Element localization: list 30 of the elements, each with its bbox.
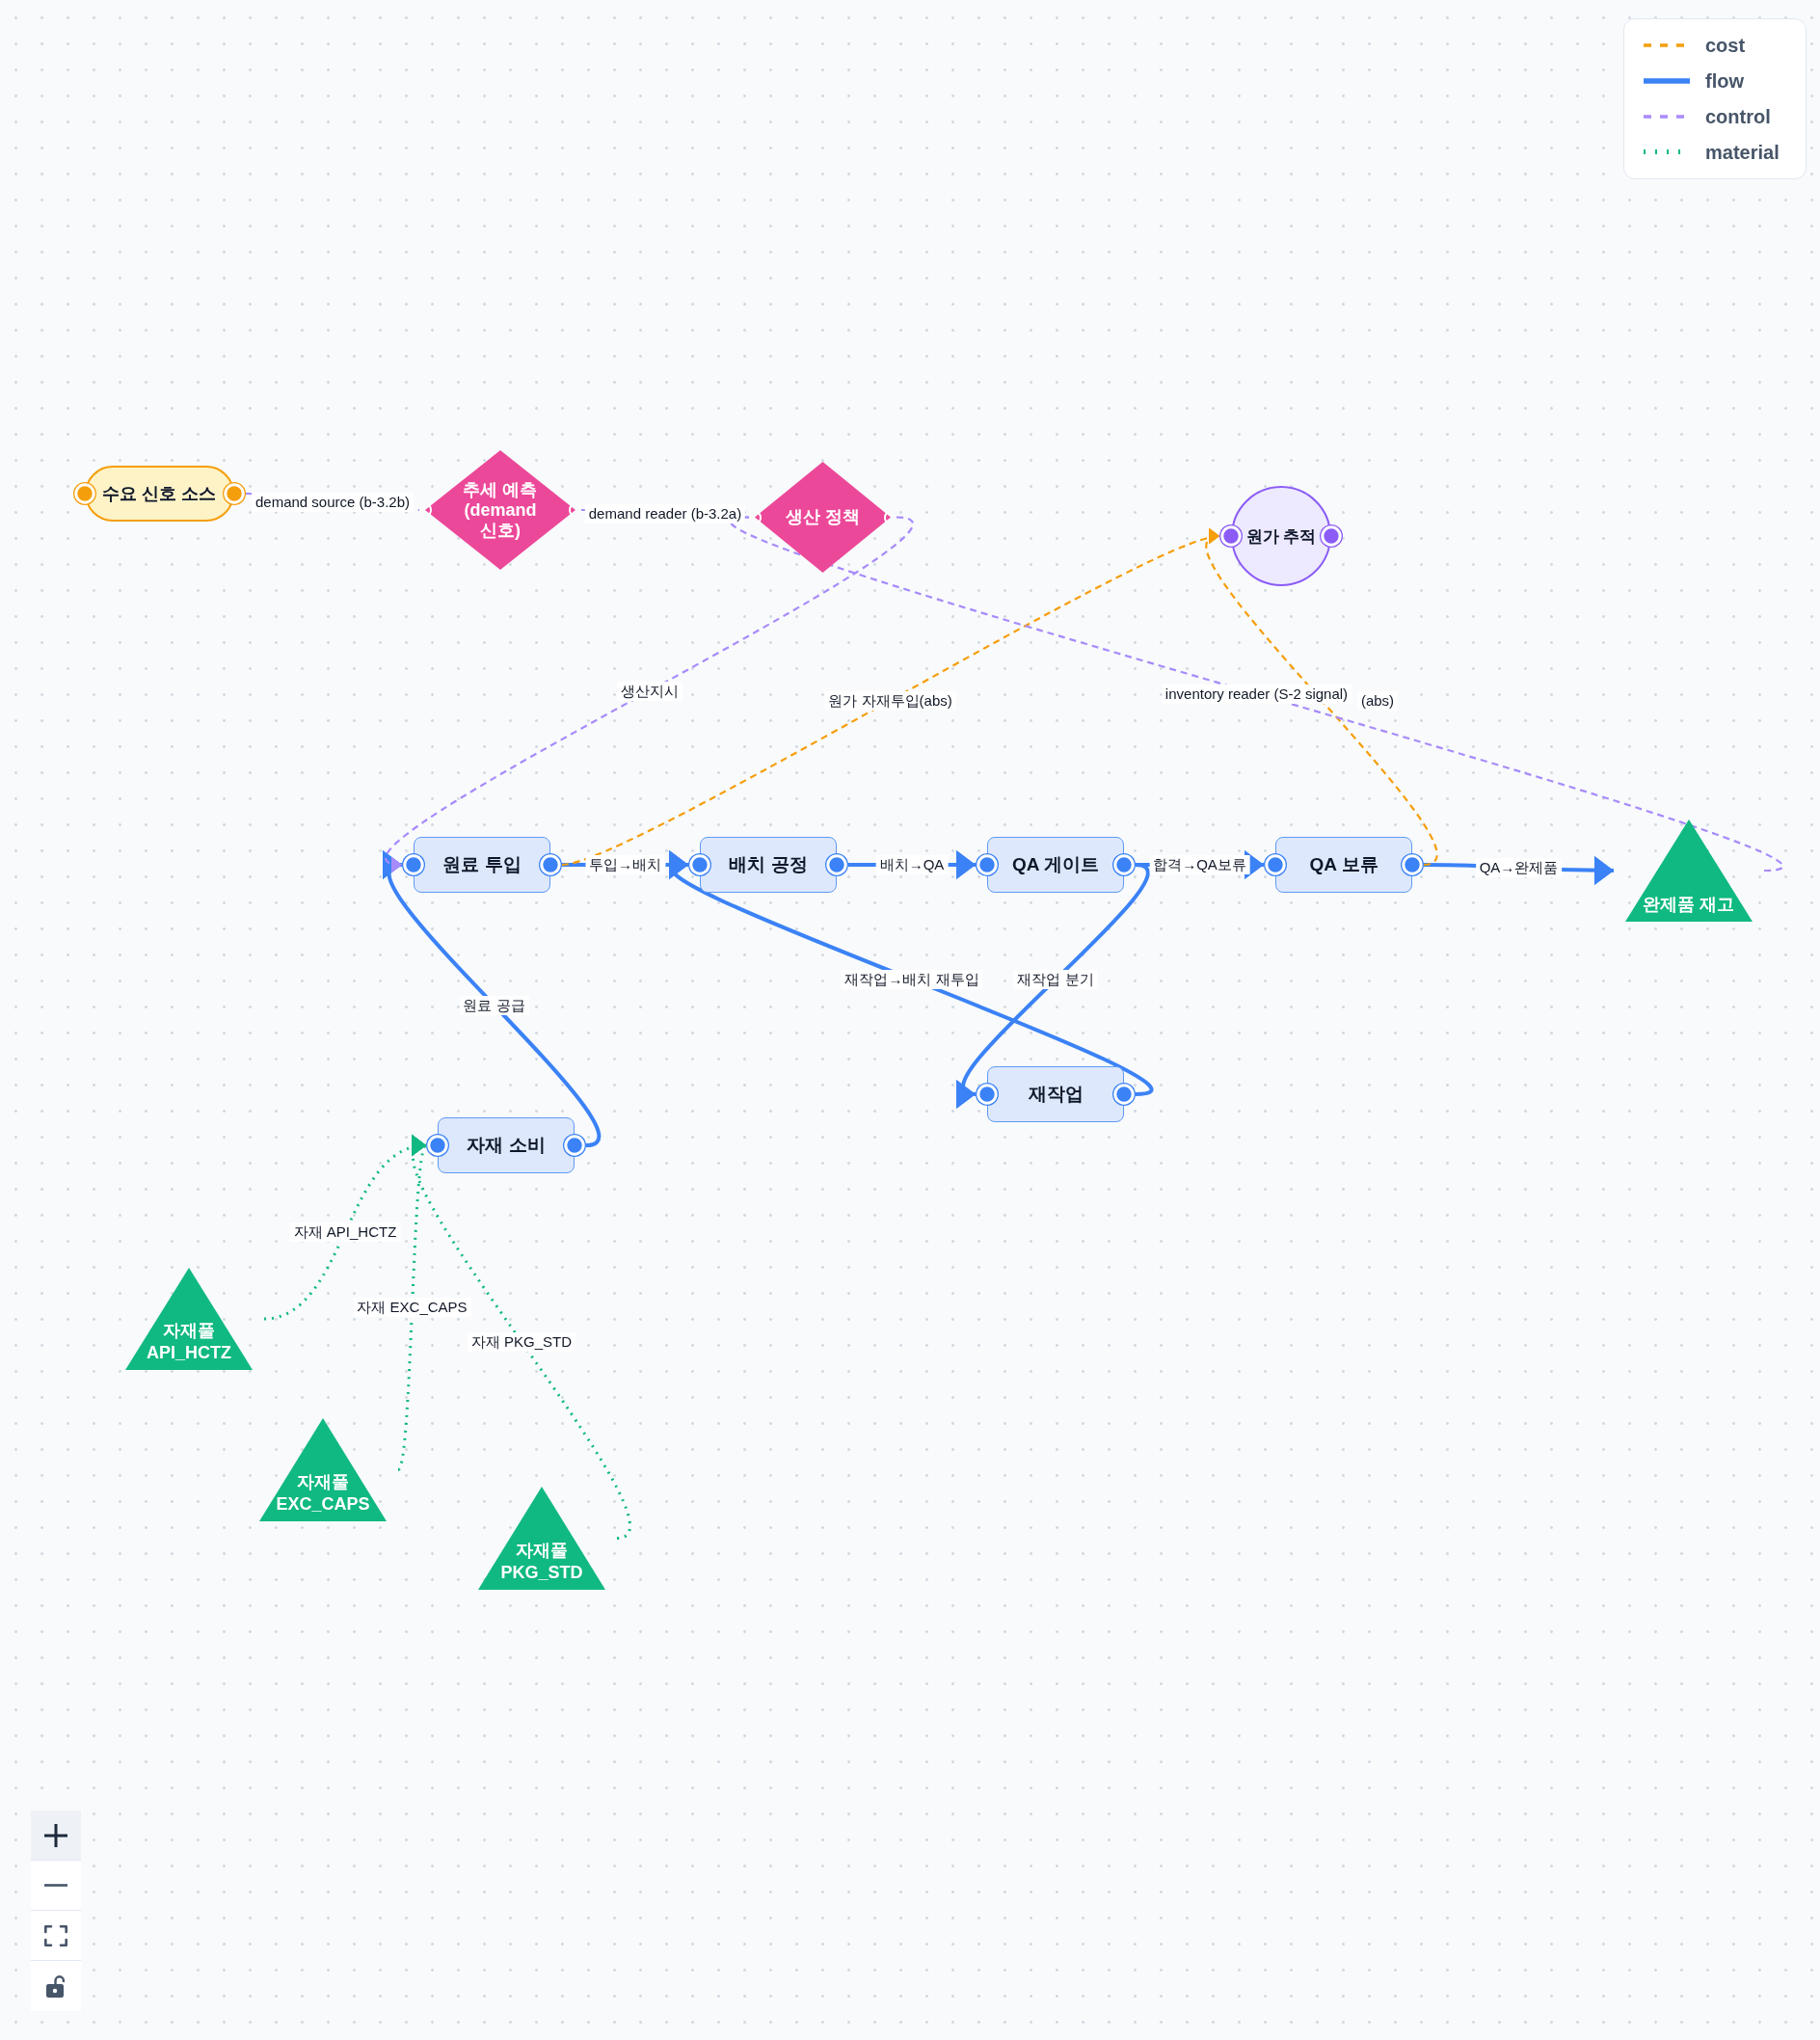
process-box: QA 게이트 [987,837,1124,893]
process-box: 자재 소비 [438,1117,575,1173]
decision-diamond: 추세 예측 (demand 신호) [425,450,575,570]
edge-label: QA→완제품 [1475,858,1563,877]
circle-node: 원가 추적 [1231,486,1331,586]
edge-label: (abs) [1356,690,1399,711]
decision-diamond: 생산 정책 [755,462,891,573]
edge-label: inventory reader (S-2 signal) [1161,684,1352,704]
legend-label: material [1705,140,1780,164]
process-box: 배치 공정 [700,837,837,893]
legend-label: cost [1705,34,1746,58]
process-box: 원료 투입 [414,837,550,893]
edge-label: demand reader (b-3.2a) [584,503,746,523]
edge-label: demand source (b-3.2b) [251,492,415,512]
legend-label: control [1705,104,1771,128]
pill-node: 수요 신호 소스 [85,466,234,522]
edge-label: 생산지시 [616,681,682,701]
process-box: QA 보류 [1275,837,1412,893]
process-box: 재작업 [987,1066,1124,1122]
legend-label: flow [1705,69,1744,94]
edge-label: 재작업→배치 재투입 [841,970,983,989]
edge-label: 투입→배치 [585,855,665,874]
edge-label: 합격→QA보류 [1149,855,1250,874]
edge-label: 자재 EXC_CAPS [353,1298,471,1318]
edge-label: 재작업 분기 [1013,970,1098,989]
edge-label: 원가 자재투입(abs) [824,690,956,711]
edge-label: 자재 PKG_STD [467,1331,576,1352]
edge-label: 배치→QA [875,855,949,874]
edge-label: 원료 공급 [459,995,529,1015]
edge-label: 자재 API_HCTZ [289,1222,401,1242]
